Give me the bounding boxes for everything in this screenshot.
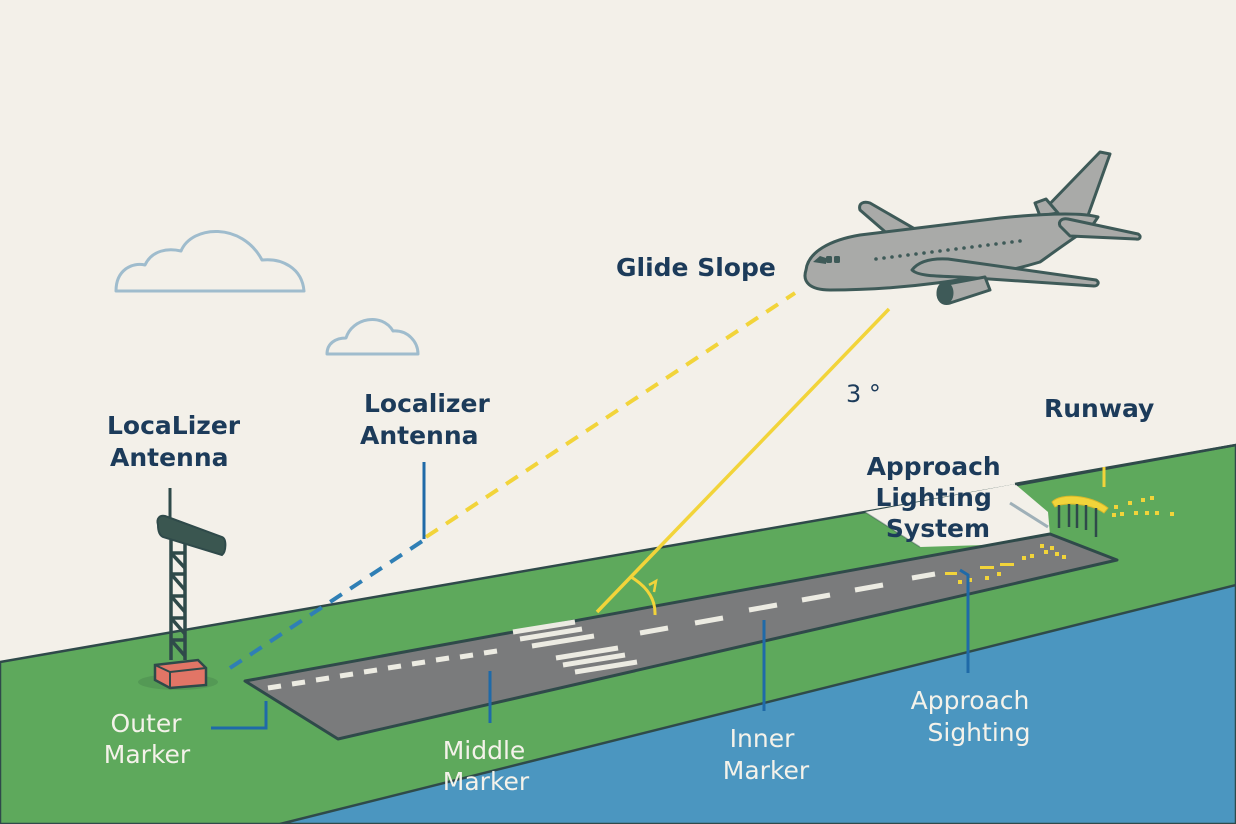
glide-angle-label: 3 °: [846, 380, 881, 408]
approach-lighting-system-label: Approach Lighting System: [867, 452, 1010, 543]
approach-sighting-label: Approach Sighting: [911, 686, 1038, 747]
outer-marker-leader-line: [211, 701, 268, 730]
runway-surface: [243, 532, 1119, 741]
middle-marker-label: Middle Marker: [443, 736, 534, 796]
runway-label: Runway: [1044, 394, 1154, 423]
approach-lighting-leader-line: [1009, 501, 1049, 529]
localizer-beam: [228, 538, 426, 670]
airplane-icon: [803, 150, 1142, 305]
cloud-icon: [114, 230, 306, 293]
aircraft-windows: [874, 239, 1022, 261]
localizer-antenna-label-center: Localizer Antenna: [360, 389, 499, 450]
angle-arc: [630, 575, 657, 616]
water: [279, 583, 1236, 824]
angle-arrow-icon: [648, 578, 658, 593]
cloud-icon: [325, 318, 420, 356]
localizer-tower-icon: [138, 488, 227, 690]
approach-light-icon: [1051, 495, 1174, 537]
glide-path-line: [595, 307, 891, 614]
outer-marker-label: Outer Marker: [104, 709, 191, 769]
runway-threshold-markings: [512, 619, 638, 675]
localizer-antenna-label-left: LocaLizer Antenna: [107, 411, 249, 472]
approach-lights: [945, 544, 1066, 584]
glide-slope-label: Glide Slope: [616, 253, 776, 282]
approach-sighting-leader-line: [959, 568, 970, 673]
runway-centerline: [267, 571, 936, 691]
glide-slope-beam: [424, 291, 797, 539]
terrain-plateau: [865, 484, 1050, 547]
inner-marker-label: Inner Marker: [723, 724, 810, 785]
